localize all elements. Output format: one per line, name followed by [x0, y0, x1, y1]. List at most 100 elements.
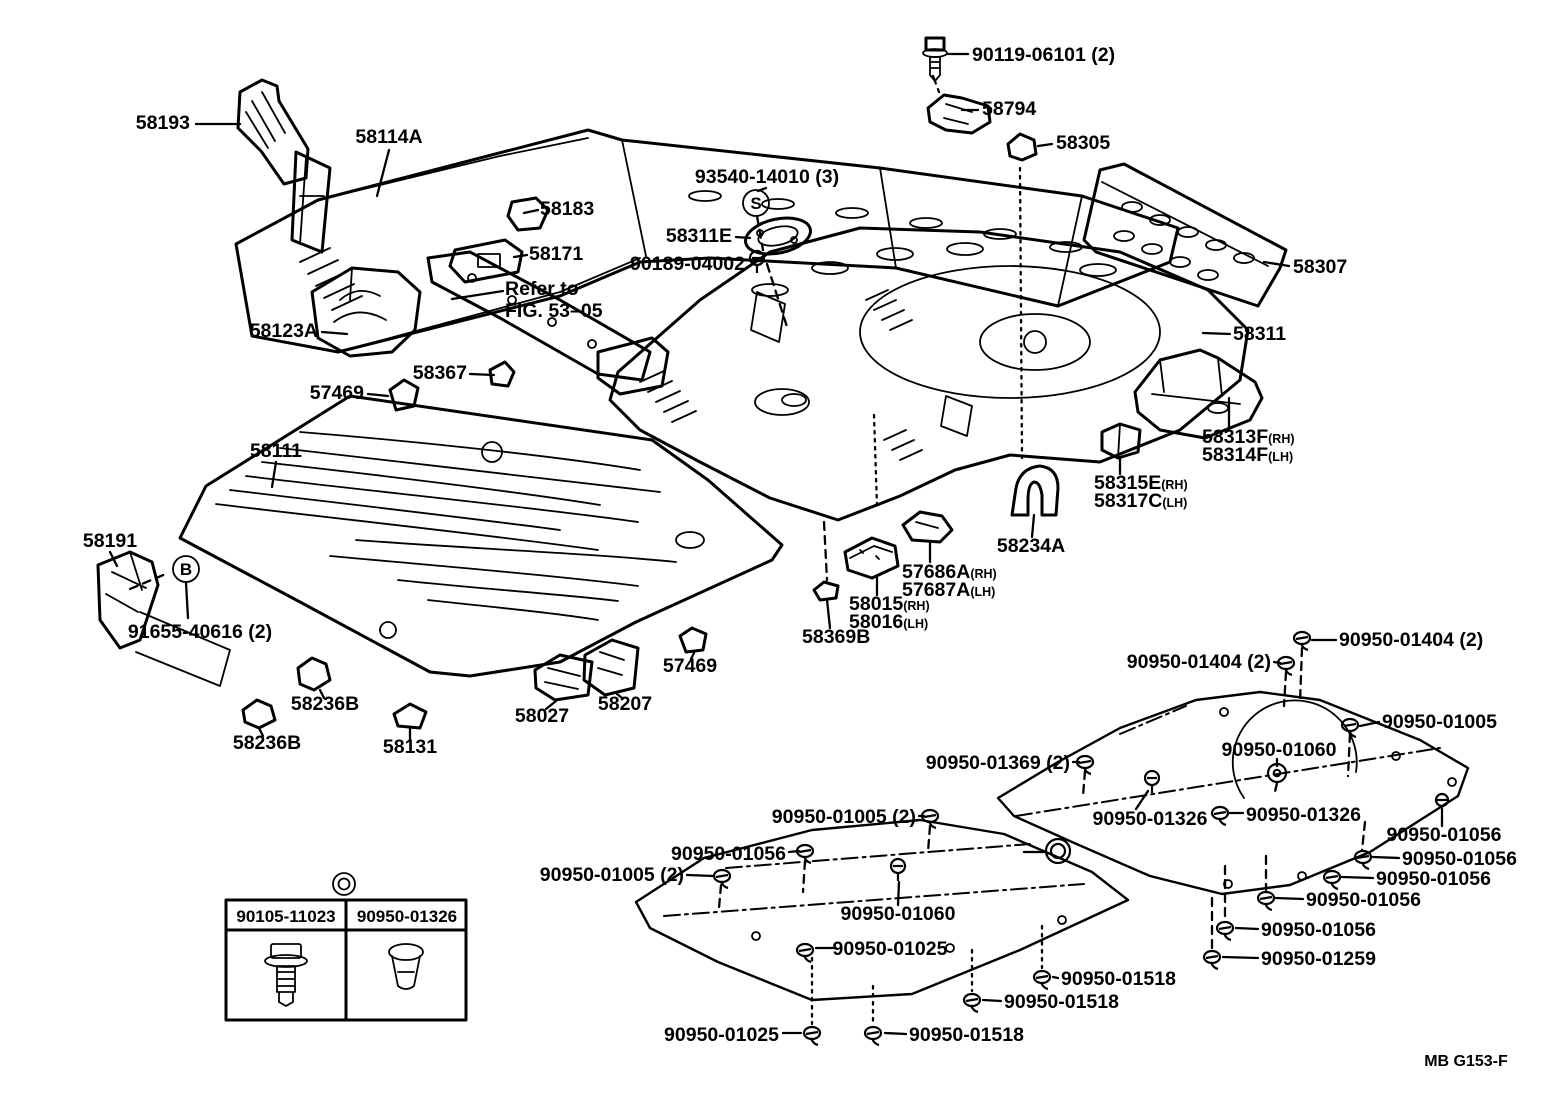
label-58016: 58016(LH) — [849, 611, 928, 633]
part-58794-bracket-drawing — [926, 93, 992, 135]
label-58193: 58193 — [136, 112, 190, 134]
label-58311e: 58311E — [666, 225, 732, 247]
clip-01259-icon — [1202, 949, 1222, 971]
part-58369b-clip-drawing — [812, 580, 840, 602]
label-90950-01056-r5: 90950-01056 — [1261, 919, 1376, 941]
label-legend-right: 90950-01326 — [357, 907, 457, 926]
label-58307: 58307 — [1293, 256, 1347, 278]
label-90950-01005-right: 90950-01005 — [1382, 711, 1497, 733]
label-58313f: 58313F(RH) — [1202, 426, 1295, 448]
label-90950-01404-left: 90950-01404 (2) — [1127, 651, 1271, 673]
label-90950-01056-mid: 90950-01056 — [671, 843, 786, 865]
part-58236b-clip-2-drawing — [241, 698, 277, 730]
clip-01518-a-icon — [1032, 969, 1052, 991]
label-90950-01005-top: 90950-01005 (2) — [772, 806, 916, 828]
label-90950-01060-center: 90950-01060 — [841, 903, 956, 925]
part-57469-clip-b-drawing — [678, 626, 708, 654]
label-90950-01056-r3: 90950-01056 — [1376, 868, 1491, 890]
legend-box — [224, 872, 468, 1022]
label-58131: 58131 — [383, 736, 437, 758]
label-58794: 58794 — [982, 98, 1036, 120]
part-58367-clip-drawing — [488, 360, 516, 388]
fastener-symbols — [712, 249, 1450, 1047]
clip-01518-b-icon — [962, 992, 982, 1014]
part-58171-plate-drawing — [448, 238, 524, 284]
label-58191: 58191 — [83, 530, 137, 552]
label-90950-01518-b: 90950-01518 — [1004, 991, 1119, 1013]
part-58234a-bracket-drawing — [1010, 464, 1060, 517]
label-58369b: 58369B — [802, 626, 870, 648]
label-90119-06101: 90119-06101 (2) — [972, 44, 1115, 66]
label-90950-01060-right: 90950-01060 — [1222, 739, 1337, 761]
clip-01518-c-icon — [863, 1025, 883, 1047]
label-58236b-1: 58236B — [291, 693, 359, 715]
part-58315e-bracket-drawing — [1100, 422, 1142, 460]
part-57686a-bracket-drawing — [901, 510, 954, 544]
label-58317c: 58317C(LH) — [1094, 490, 1187, 512]
label-58111: 58111 — [250, 440, 302, 462]
label-58236b-2: 58236B — [233, 732, 301, 754]
label-58123a: 58123A — [250, 320, 318, 342]
part-57469-clip-a-drawing — [388, 378, 420, 412]
label-58183: 58183 — [540, 198, 594, 220]
part-58111-front-floor-pan-drawing — [178, 394, 784, 678]
label-57469-lower: 57469 — [663, 655, 717, 677]
label-90950-01404-right: 90950-01404 (2) — [1339, 629, 1483, 651]
screw-01060-center-icon — [889, 857, 907, 883]
label-57687a: 57687A(LH) — [902, 579, 995, 601]
label-90950-01056-r2: 90950-01056 — [1402, 848, 1517, 870]
label-90189-04002: 90189-04002 — [630, 253, 745, 275]
label-58305: 58305 — [1056, 132, 1110, 154]
part-58305-clip-drawing — [1006, 132, 1038, 162]
label-90950-01025-bottom: 90950-01025 — [664, 1024, 779, 1046]
part-58313f-side-member-drawing — [1133, 348, 1264, 440]
label-93540-14010: 93540-14010 (3) — [695, 166, 839, 188]
label-refer-line2: FIG. 53–05 — [505, 300, 603, 322]
label-58311: 58311 — [1233, 323, 1286, 345]
label-90950-01518-c: 90950-01518 — [909, 1024, 1024, 1046]
label-58027: 58027 — [515, 705, 569, 727]
clip-01025-upper-icon — [795, 942, 815, 964]
part-drawings — [96, 36, 1470, 1022]
label-refer-line1: Refer to — [505, 278, 579, 300]
part-58027-bracket-drawing — [533, 653, 594, 702]
part-58015-pad-drawing — [843, 536, 900, 580]
label-90950-01056-r1: 90950-01056 — [1387, 824, 1502, 846]
label-b-marker: B — [180, 560, 192, 579]
part-58191-bracket-drawing — [96, 550, 231, 687]
label-90950-01056-r4: 90950-01056 — [1306, 889, 1421, 911]
label-58015: 58015(RH) — [849, 593, 930, 615]
label-58314f: 58314F(LH) — [1202, 444, 1293, 466]
part-58236b-clip-1-drawing — [296, 656, 332, 692]
label-57469-upper: 57469 — [310, 382, 364, 404]
label-legend-left: 90105-11023 — [236, 907, 335, 926]
label-90950-01025-upper: 90950-01025 — [833, 938, 948, 960]
clip-01025-bottom-icon — [802, 1025, 822, 1047]
part-58207-bracket-drawing — [582, 638, 640, 697]
label-90950-01259: 90950-01259 — [1261, 948, 1376, 970]
part-58307-rear-end-panel-drawing — [1082, 162, 1288, 308]
clip-01056-r4-icon — [1256, 890, 1276, 912]
undercover-front-drawing — [634, 818, 1130, 1002]
label-figure-code: MB G153-F — [1424, 1053, 1508, 1070]
large-grommet-icon — [1044, 837, 1072, 865]
legend-clip-drawing — [388, 943, 424, 990]
label-90950-01326-center: 90950-01326 — [1093, 808, 1208, 830]
part-58183-clip-drawing — [506, 196, 550, 232]
label-58114a: 58114A — [355, 126, 422, 148]
label-57686a: 57686A(RH) — [902, 561, 997, 583]
label-90950-01005-left: 90950-01005 (2) — [540, 864, 684, 886]
legend-bolt-drawing — [264, 943, 308, 1007]
label-90950-01518-a: 90950-01518 — [1061, 968, 1176, 990]
clip-01056-r5-icon — [1215, 920, 1235, 942]
leader-lines — [108, 52, 1444, 1036]
screw-01326-center-icon — [1143, 769, 1161, 795]
label-58234a: 58234A — [997, 535, 1065, 557]
label-91655-40616: 91655-40616 (2) — [128, 621, 272, 643]
pin-01056-r1-icon — [1434, 792, 1450, 820]
part-58193-hook-drawing — [236, 78, 332, 254]
part-58123a-bracket-drawing — [310, 266, 422, 358]
